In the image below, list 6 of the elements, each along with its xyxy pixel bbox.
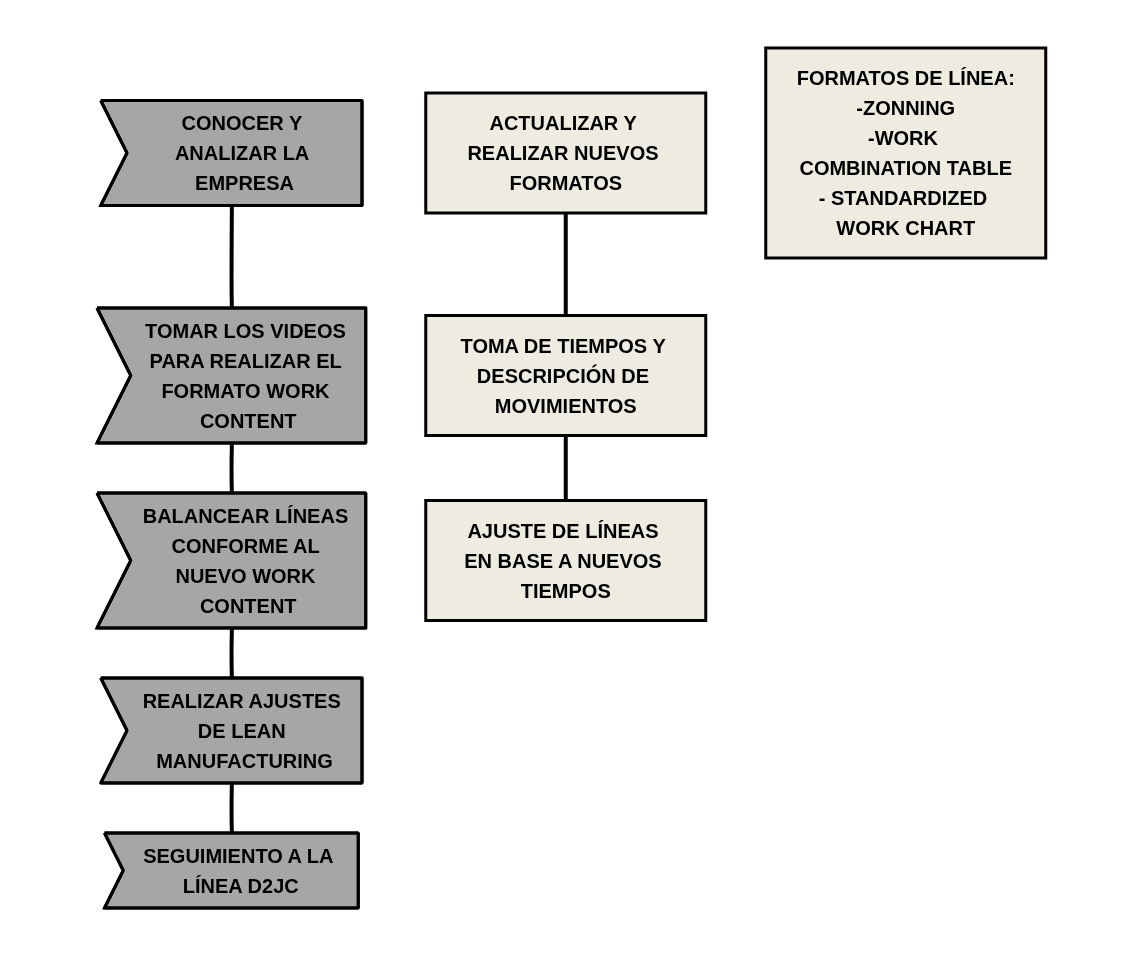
node-box: AJUSTE DE LÍNEAS EN BASE A NUEVOS TIEMPOS <box>423 498 707 622</box>
node-box: FORMATOS DE LÍNEA: -ZONNING -WORK COMBINATION TABLE - STANDARDIZED WORK CHART <box>763 46 1047 259</box>
node-box: TOMA DE TIEMPOS Y DESCRIPCIÓN DE MOVIMIENTOS <box>423 313 707 437</box>
connector <box>563 212 568 315</box>
node-box: ACTUALIZAR Y REALIZAR NUEVOS FORMATOS <box>423 91 707 214</box>
connector <box>563 435 568 500</box>
